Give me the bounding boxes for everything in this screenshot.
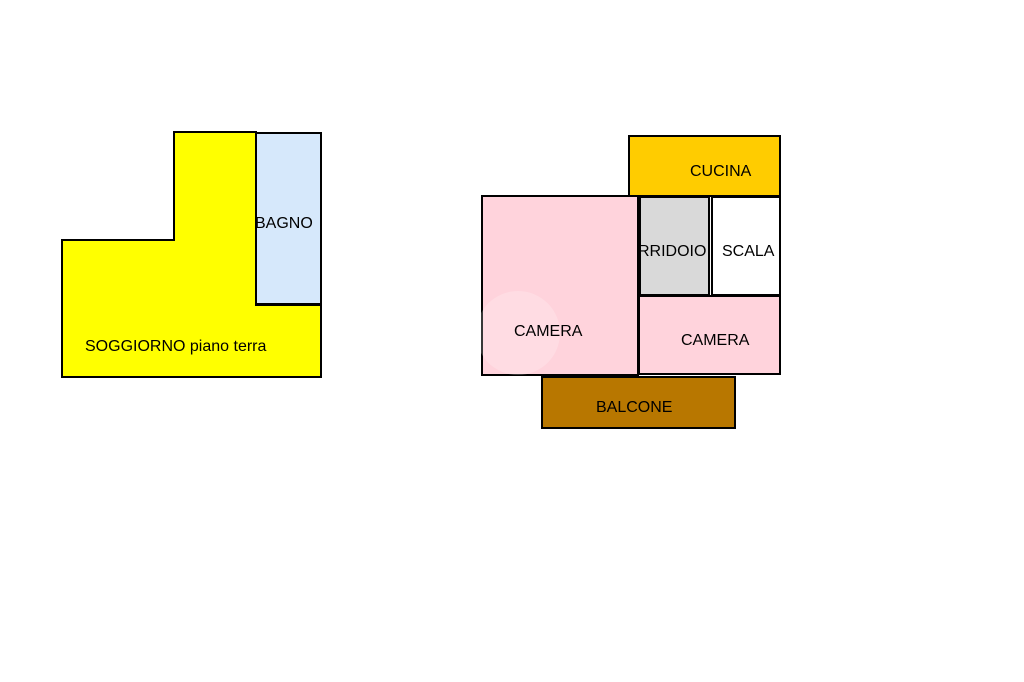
- room-camera-left: [481, 195, 639, 376]
- soggiorno-label: SOGGIORNO piano terra: [85, 338, 266, 355]
- room-balcone: [541, 376, 736, 429]
- camera-right-label: CAMERA: [681, 332, 750, 349]
- bagno-label: BAGNO: [255, 215, 313, 232]
- room-camera-right: [638, 295, 781, 375]
- room-bagno: [255, 132, 322, 305]
- scala-label: SCALA: [722, 243, 775, 260]
- room-corridoio: [639, 196, 710, 296]
- watermark-mark: [476, 291, 560, 375]
- ground-floor: SOGGIORNO piano terra BAGNO: [61, 131, 322, 378]
- corridoio-label: CORRIDOIO: [614, 243, 706, 260]
- balcone-label: BALCONE: [596, 399, 672, 416]
- camera-left-label: CAMERA: [514, 323, 583, 340]
- upper-floor: CUCINA CORRIDOIO SCALA CAMERA CAMERA BAL…: [476, 135, 781, 429]
- room-scala: [711, 196, 781, 296]
- room-cucina: [628, 135, 781, 197]
- cucina-label: CUCINA: [690, 163, 752, 180]
